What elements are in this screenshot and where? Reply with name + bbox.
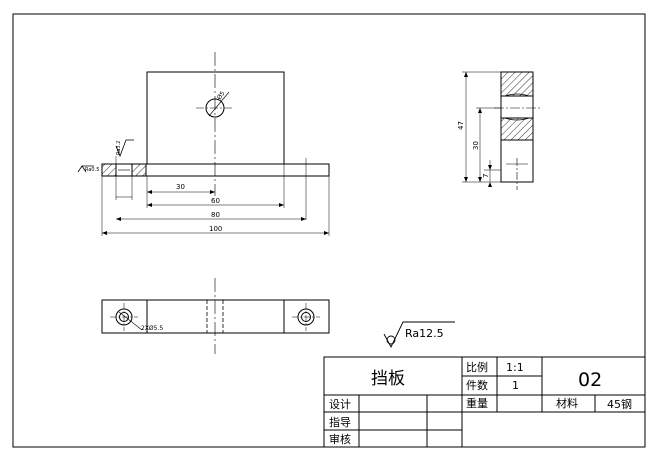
scale-value: 1:1 bbox=[506, 361, 524, 374]
part-name: 挡板 bbox=[371, 369, 405, 389]
design-label: 设计 bbox=[329, 398, 351, 411]
general-roughness-symbol bbox=[383, 321, 455, 348]
review-label: 审核 bbox=[329, 432, 351, 446]
dim-7: 7 bbox=[482, 174, 490, 178]
roughness-left-label: Ra0.5 bbox=[85, 167, 99, 173]
dim-80: 80 bbox=[211, 211, 220, 219]
dim-100: 100 bbox=[209, 225, 222, 233]
material-value: 45钢 bbox=[607, 398, 632, 411]
front-view bbox=[77, 52, 330, 236]
top-view bbox=[101, 278, 330, 354]
roughness-side-label: Ra3.2 bbox=[116, 141, 122, 155]
dim-30: 30 bbox=[176, 183, 185, 191]
material-label: 材料 bbox=[556, 396, 578, 410]
qty-value: 1 bbox=[512, 379, 519, 392]
qty-label: 件数 bbox=[466, 379, 488, 392]
title-block bbox=[323, 356, 646, 448]
dim-60: 60 bbox=[211, 197, 220, 205]
weight-label: 重量 bbox=[466, 396, 488, 410]
side-view bbox=[462, 71, 540, 190]
scale-label: 比例 bbox=[466, 360, 488, 374]
hole-note-label: 2XØ5.5 bbox=[141, 325, 163, 332]
dim-47: 47 bbox=[457, 121, 465, 130]
general-roughness-label: Ra12.5 bbox=[405, 327, 444, 340]
drawing-number: 02 bbox=[578, 369, 602, 391]
guide-label: 指导 bbox=[329, 415, 351, 429]
hole-diameter-label: Ø5 bbox=[216, 90, 227, 101]
dim-30-side: 30 bbox=[472, 141, 480, 150]
